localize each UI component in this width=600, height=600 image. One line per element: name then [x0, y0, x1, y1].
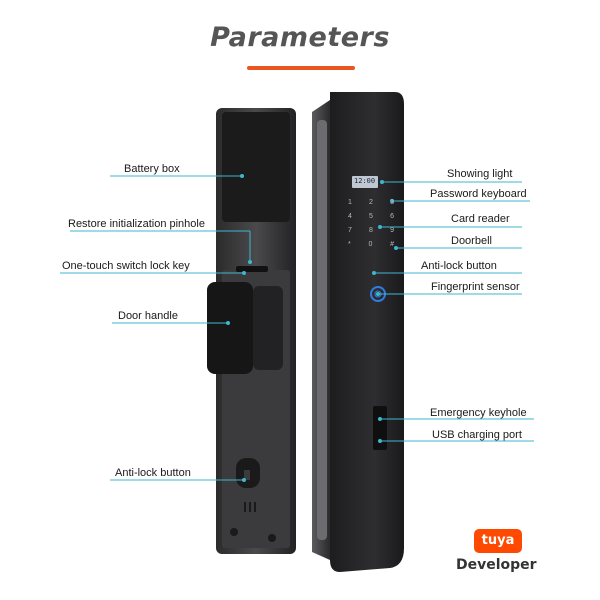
- guide-lines: [60, 174, 534, 482]
- label-card-reader: Card reader: [451, 213, 510, 225]
- label-fingerprint-sensor: Fingerprint sensor: [431, 281, 520, 293]
- key-2: 2: [369, 199, 373, 206]
- tuya-logo: tuya: [474, 529, 522, 553]
- label-door-handle: Door handle: [118, 310, 178, 322]
- page-title: Parameters: [210, 22, 390, 53]
- back-panel: [207, 108, 296, 554]
- developer-label: Developer: [456, 557, 537, 573]
- front-panel: [312, 92, 404, 572]
- key-6: 6: [390, 213, 394, 220]
- key-9: 9: [390, 227, 394, 234]
- label-showing-light: Showing light: [447, 168, 513, 180]
- keypad-row-3: 7 8 9: [348, 224, 394, 238]
- keypad-row-4: * 0 #: [348, 238, 394, 252]
- label-emergency-keyhole: Emergency keyhole: [430, 407, 527, 419]
- label-password-keyboard: Password keyboard: [430, 188, 527, 200]
- label-battery-box: Battery box: [124, 163, 180, 175]
- key-8: 8: [369, 227, 373, 234]
- key-3: 3: [390, 199, 394, 206]
- key-star: *: [348, 241, 351, 248]
- key-7: 7: [348, 227, 352, 234]
- title-underline: [247, 66, 355, 70]
- lock-screen: [352, 176, 378, 188]
- key-hash: #: [390, 241, 394, 248]
- lock-screen-text: 12:00: [354, 177, 376, 185]
- keypad: 1 2 3 4 5 6 7 8 9 * 0 #: [348, 196, 398, 252]
- key-4: 4: [348, 213, 352, 220]
- label-switch-lock-key: One-touch switch lock key: [62, 260, 190, 272]
- label-restore-pinhole: Restore initialization pinhole: [68, 218, 205, 230]
- label-anti-lock-back: Anti-lock button: [115, 467, 191, 479]
- key-1: 1: [348, 199, 352, 206]
- label-anti-lock-front: Anti-lock button: [421, 260, 497, 272]
- key-0: 0: [368, 241, 373, 248]
- label-doorbell: Doorbell: [451, 235, 492, 247]
- label-usb-port: USB charging port: [432, 429, 522, 441]
- key-5: 5: [369, 213, 373, 220]
- keypad-row-1: 1 2 3: [348, 196, 394, 210]
- keypad-row-2: 4 5 6: [348, 210, 394, 224]
